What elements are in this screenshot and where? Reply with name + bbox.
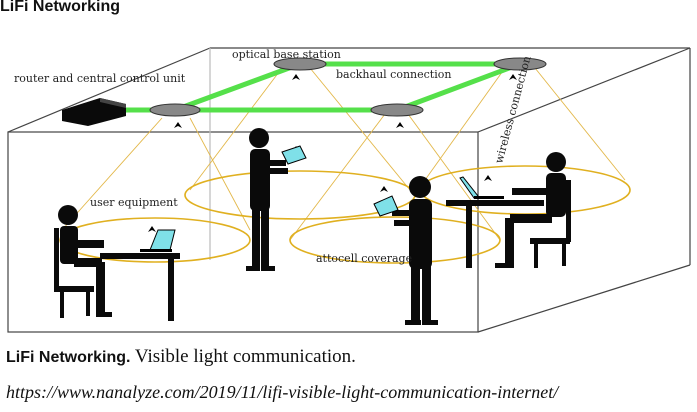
source-url: https://www.nanalyze.com/2019/11/lifi-vi… <box>6 382 559 402</box>
person-seated-right <box>495 152 571 268</box>
caption-text: Visible light communication. <box>130 346 356 367</box>
person-standing-center <box>246 128 288 271</box>
desk-right <box>446 176 544 268</box>
optical-base-stations <box>149 57 547 117</box>
caption: LiFi Networking. Visible light communica… <box>6 346 356 368</box>
base-station-4 <box>493 57 547 71</box>
label-router: router and central control unit <box>14 72 186 85</box>
page-title: LiFi Networking <box>0 0 120 15</box>
base-station-3 <box>370 103 424 117</box>
person-seated-left <box>54 205 112 318</box>
base-station-2 <box>273 57 327 71</box>
room-outline <box>7 47 691 333</box>
label-backhaul: backhaul connection <box>336 68 451 81</box>
backhaul-links <box>112 61 523 113</box>
label-attocell: attocell coverage <box>316 252 412 265</box>
tablet-front <box>373 195 399 217</box>
label-optical-base-station: optical base station <box>232 48 341 61</box>
caption-heading: LiFi Networking. <box>6 349 131 366</box>
label-user-equipment: user equipment <box>90 196 178 209</box>
base-station-1 <box>149 103 201 117</box>
tablet-center <box>281 145 307 165</box>
attocell-ellipse-3 <box>289 216 501 264</box>
router-unit <box>62 98 126 126</box>
person-standing-front <box>392 176 438 325</box>
desk-left <box>100 229 180 321</box>
